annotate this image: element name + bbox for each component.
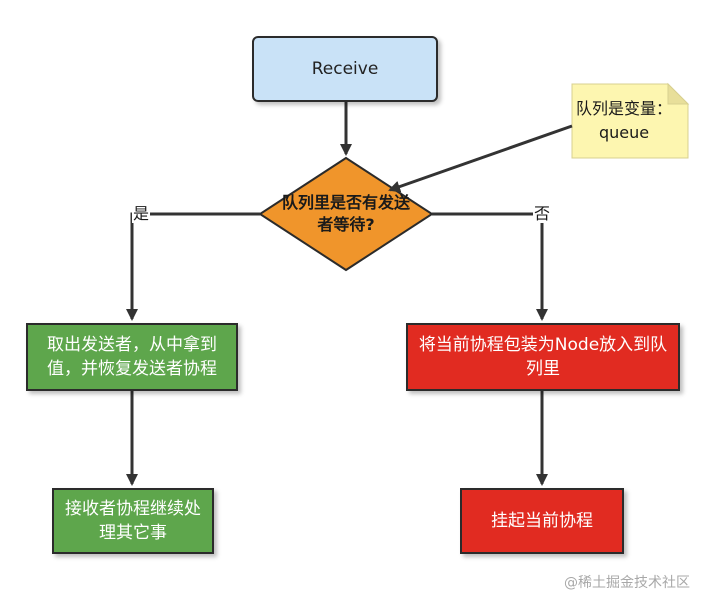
arrow-yes-branch	[126, 212, 260, 321]
watermark: @稀土掘金技术社区	[564, 575, 690, 591]
arrow-no-branch	[432, 212, 548, 321]
enqueue-label: 将当前协程包装为Node放入到队列里	[418, 335, 668, 379]
continue-work-node: 接收者协程继续处理其它事	[52, 488, 214, 554]
continue-work-label: 接收者协程继续处理其它事	[65, 499, 201, 543]
note-shape	[571, 82, 690, 159]
no-branch-label: 否	[533, 204, 552, 223]
receive-node: Receive	[252, 36, 438, 102]
receive-node-label: Receive	[311, 59, 379, 79]
take-sender-label: 取出发送者，从中拿到值，并恢复发送者协程	[47, 335, 217, 379]
take-sender-node: 取出发送者，从中拿到值，并恢复发送者协程	[26, 323, 238, 391]
suspend-label: 挂起当前协程	[491, 511, 593, 531]
arrow-note-to-decision	[388, 124, 573, 193]
enqueue-node: 将当前协程包装为Node放入到队列里	[406, 323, 680, 391]
note-label: 队列是变量：queue	[575, 99, 672, 142]
decision-label: 队列里是否有发送者等待?	[281, 193, 410, 234]
suspend-node: 挂起当前协程	[460, 488, 624, 554]
yes-branch-label: 是	[132, 204, 151, 223]
